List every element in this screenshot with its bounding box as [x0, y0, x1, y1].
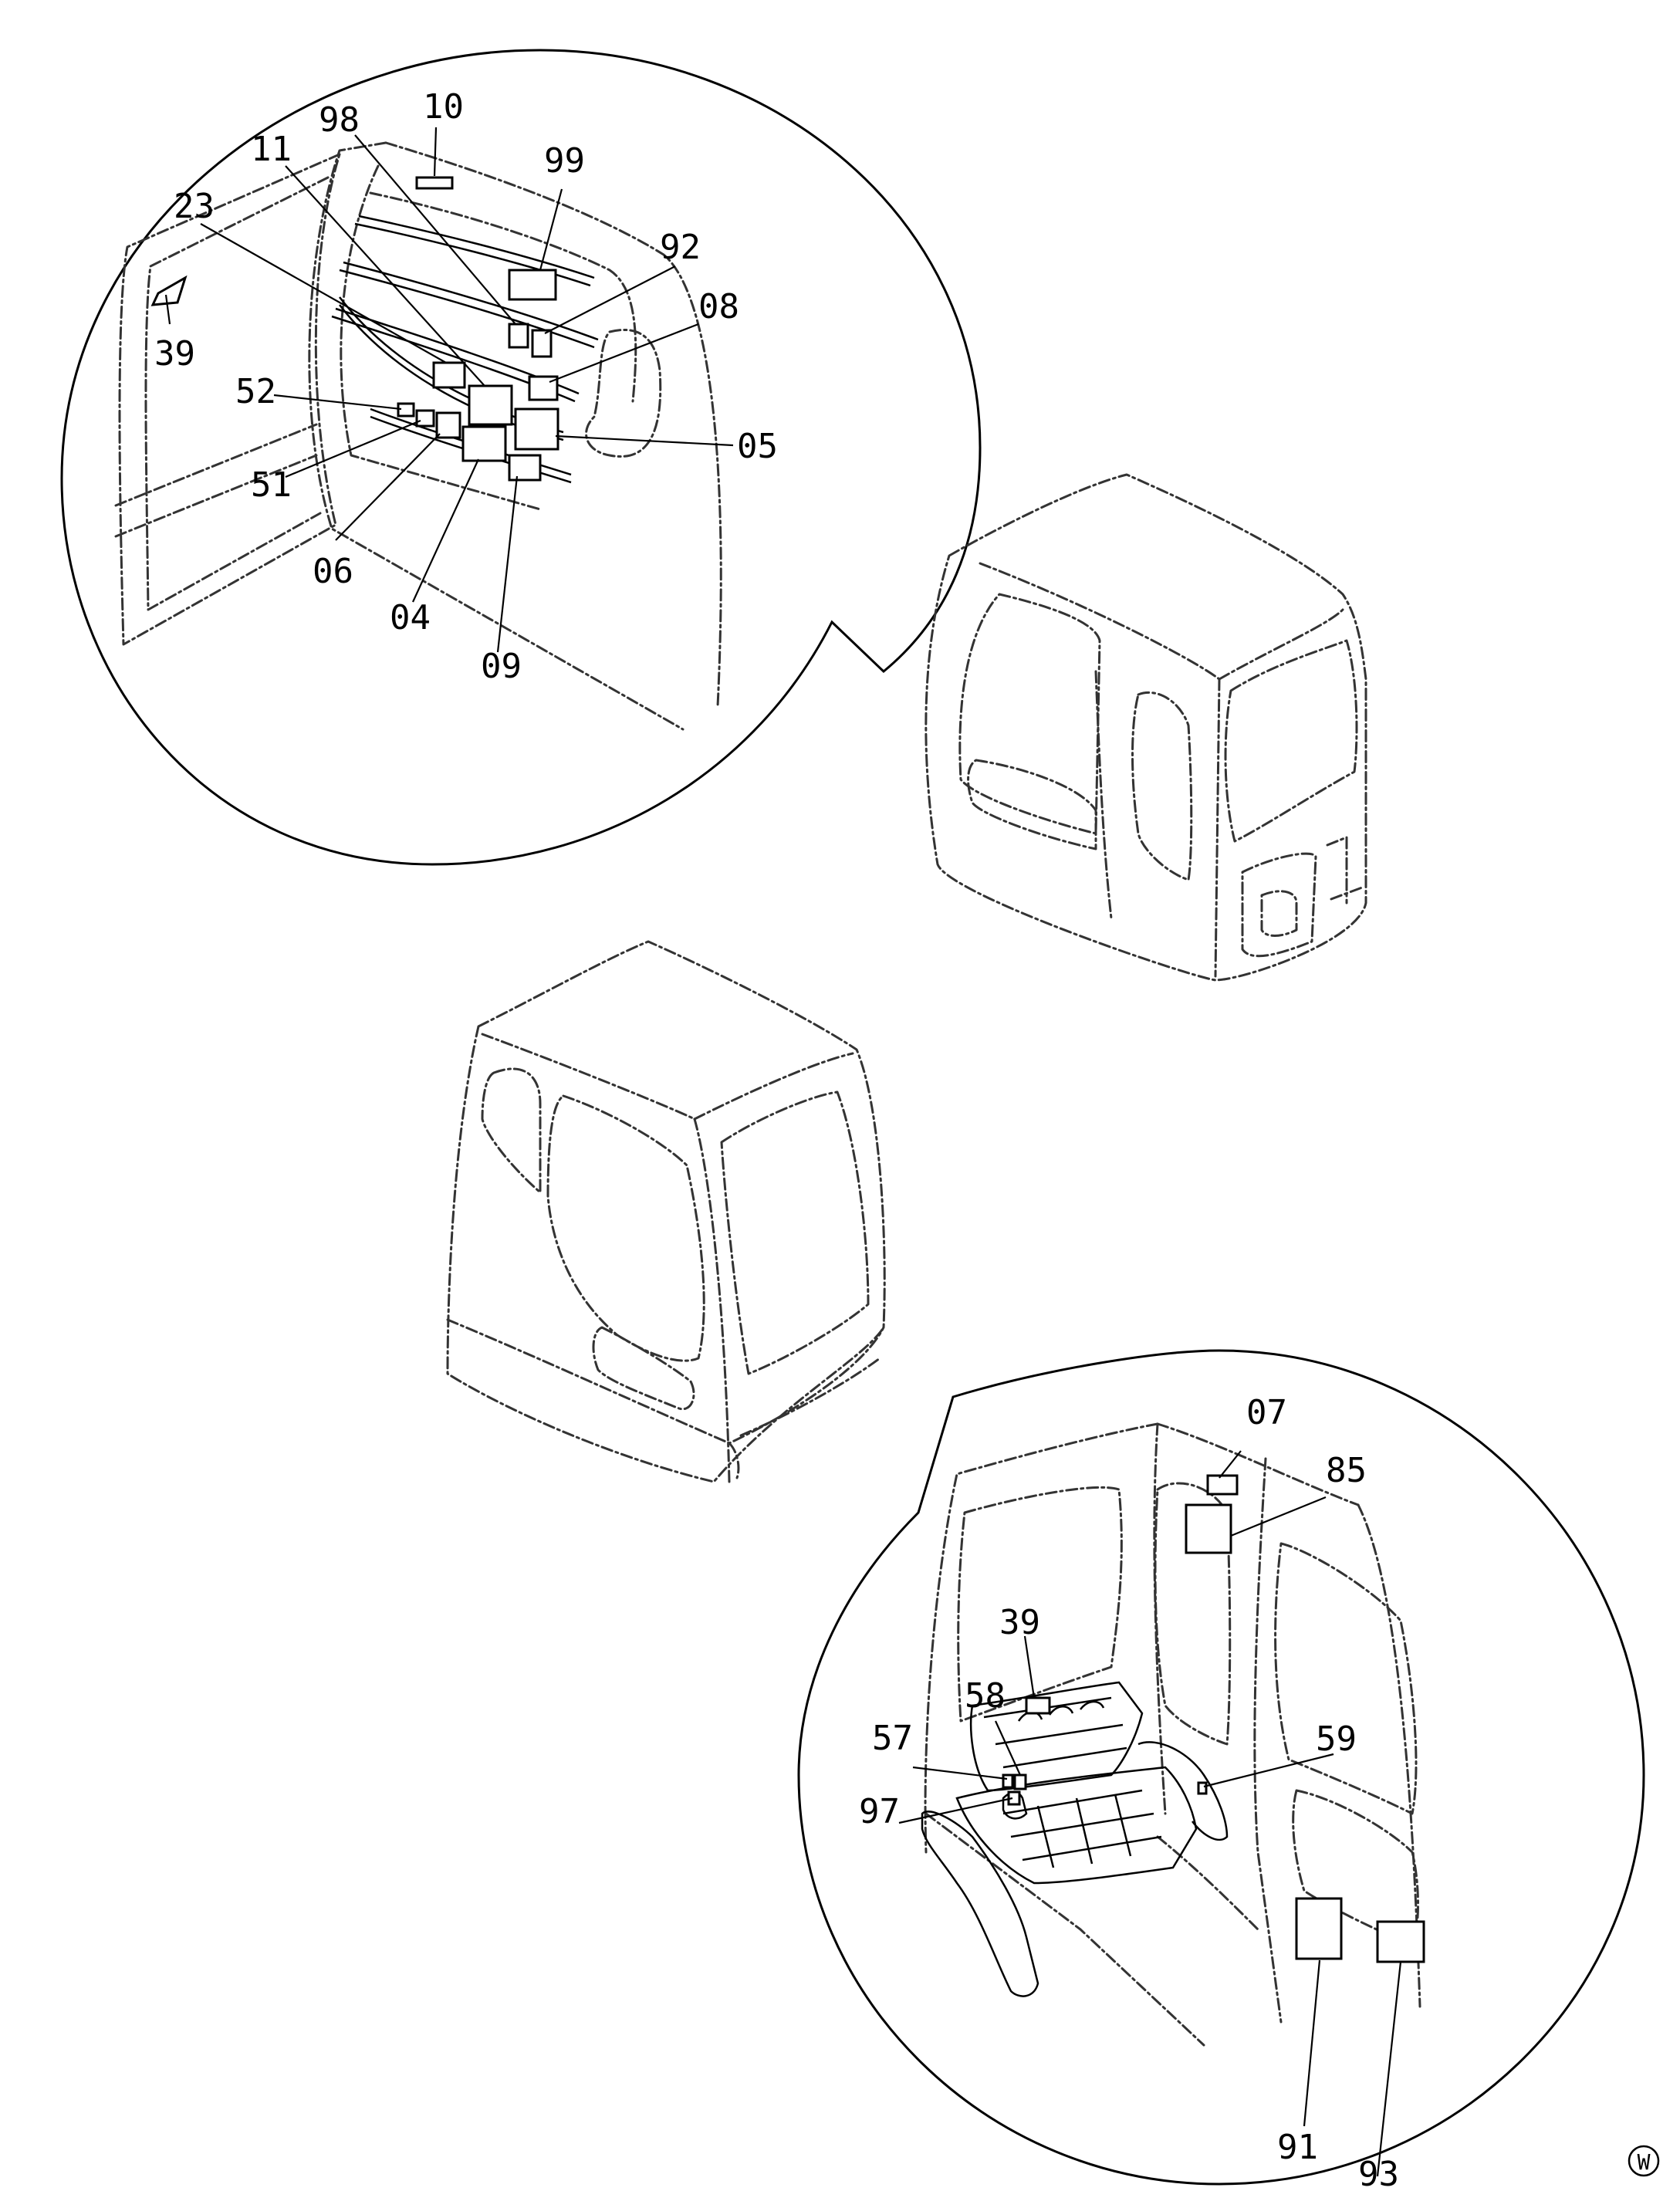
callout-58: 58	[965, 1676, 1006, 1716]
decal-59	[1197, 1781, 1208, 1795]
callout-04: 04	[390, 598, 431, 637]
decal-06	[435, 411, 461, 439]
callout-92: 92	[660, 228, 701, 267]
decal-98	[508, 323, 529, 349]
callout-97: 97	[859, 1792, 900, 1831]
decal-39-top	[150, 275, 188, 306]
callout-07: 07	[1246, 1393, 1287, 1432]
callout-85: 85	[1326, 1451, 1367, 1490]
bottom-callout-labels: 07 85 39 58 57 59 97 91 93	[859, 1393, 1399, 2191]
decal-09	[508, 454, 542, 482]
top-leader-lines	[164, 127, 734, 653]
callout-23: 23	[174, 187, 215, 226]
callout-10: 10	[423, 87, 464, 127]
decal-93	[1376, 1920, 1425, 1963]
decal-05	[514, 407, 559, 451]
top-callout-labels: 10 98 99 11 23 92 08 39 52 05 51 06 04 0…	[154, 87, 778, 686]
callout-91: 91	[1277, 2128, 1318, 2167]
callout-06: 06	[313, 552, 353, 591]
decal-85	[1185, 1503, 1232, 1554]
callout-51: 51	[251, 465, 292, 505]
callout-05: 05	[737, 427, 778, 466]
decal-10	[415, 176, 454, 190]
decal-39-bottom	[1025, 1696, 1051, 1715]
decal-91	[1295, 1897, 1343, 1960]
decal-99	[508, 269, 557, 301]
decal-57	[1002, 1773, 1014, 1789]
cab-front-view	[446, 940, 886, 1483]
top-detail-bubble: 10 98 99 11 23 92 08 39 52 05 51 06 04 0…	[60, 49, 982, 866]
cab-rear-view	[925, 473, 1367, 982]
callout-52: 52	[235, 372, 276, 411]
callout-11: 11	[251, 130, 292, 169]
bottom-leader-lines	[898, 1450, 1402, 2177]
decal-51	[415, 409, 435, 428]
callout-93: 93	[1358, 2155, 1399, 2191]
decal-08	[528, 375, 559, 401]
callout-39-top: 39	[154, 334, 195, 374]
callout-57: 57	[872, 1719, 913, 1758]
callout-59: 59	[1316, 1719, 1357, 1759]
decal-11	[468, 384, 513, 426]
decal-23	[432, 361, 466, 389]
callout-98: 98	[319, 100, 360, 140]
decal-58	[1013, 1773, 1027, 1790]
decal-07	[1206, 1474, 1239, 1496]
callout-08: 08	[698, 287, 739, 326]
corner-mark: W	[1628, 2145, 1660, 2177]
callout-39-bottom: 39	[999, 1603, 1040, 1642]
decal-52	[397, 402, 415, 418]
callout-99: 99	[544, 141, 585, 181]
decal-04	[461, 425, 507, 462]
bottom-cab-interior	[921, 1422, 1425, 2047]
decal-92	[531, 329, 553, 358]
callout-09: 09	[481, 647, 522, 686]
corner-mark-letter: W	[1638, 2149, 1651, 2175]
bottom-detail-bubble: 07 85 39 58 57 59 97 91 93	[797, 1349, 1645, 2191]
top-cab-interior	[114, 141, 722, 731]
